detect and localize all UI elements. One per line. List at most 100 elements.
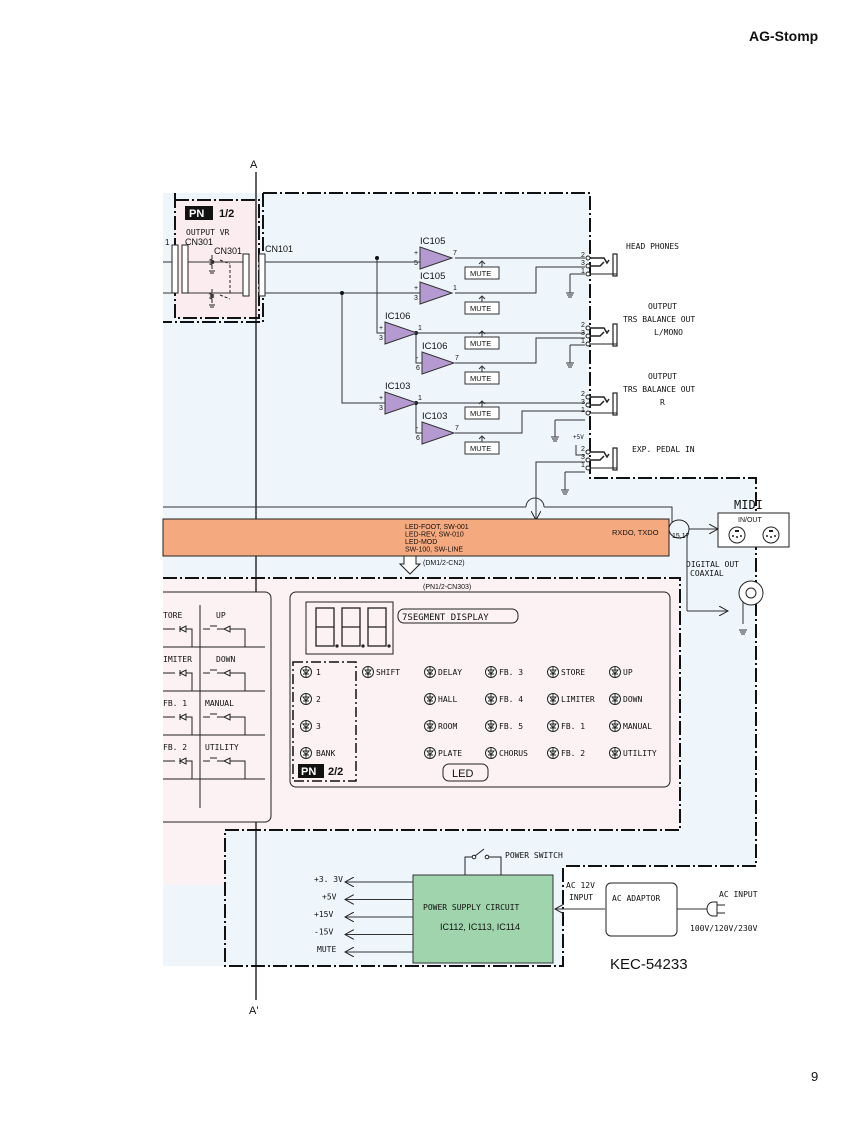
opamp-triangle-icon <box>419 281 454 305</box>
diode-icon <box>163 757 193 779</box>
diode-icon <box>163 669 193 691</box>
mute-label: MUTE <box>470 409 491 418</box>
drawing-code: KEC-54233 <box>610 956 688 973</box>
led-indicator: FB. 1 <box>547 720 585 732</box>
digital-out-label: DIGITAL OUT <box>686 560 739 569</box>
jack-pin: 2 <box>581 446 585 453</box>
jack-label: OUTPUT <box>648 302 677 311</box>
power-supply-block <box>412 874 554 964</box>
power-switch-lever <box>474 848 485 857</box>
opamp-in-pin: 3 <box>379 335 383 342</box>
switch-matrix-panel <box>163 591 272 823</box>
cn301-label-left: CN301 <box>185 237 213 247</box>
bank-led: 3 <box>300 720 321 732</box>
led-indicator: FB. 3 <box>485 666 523 678</box>
led-icon <box>424 693 436 705</box>
led-icon <box>547 720 559 732</box>
power-rail-label: +5V <box>322 893 337 902</box>
serial-signals: RXDO, TXDO <box>612 528 659 537</box>
jack-pin: 1 <box>581 407 585 414</box>
pn-badge-1-text: PN <box>189 208 204 220</box>
serial-pins: 15,17 <box>672 533 690 540</box>
power-rail-label: +3. 3V <box>314 875 343 884</box>
power-rail: +3. 3V <box>314 875 413 884</box>
header-title: AG-Stomp <box>749 28 819 44</box>
opamp-triangle-icon <box>384 321 419 345</box>
opamp-group: IC105+57IC105+31IC106+31IC106-67IC103+31… <box>379 236 459 445</box>
bus-connector-from: (DM1/2-CN2) <box>423 560 465 567</box>
opamp-out-pin: 7 <box>453 250 457 257</box>
mute-box: MUTE <box>464 260 500 280</box>
opamp-in-pin: 3 <box>414 295 418 302</box>
led-indicator-label: UTILITY <box>623 749 657 758</box>
opamp-sign: + <box>414 285 418 292</box>
led-indicator: UP <box>609 666 633 678</box>
mute-arrow-icon <box>478 260 486 267</box>
jack-contact-icon <box>590 327 610 337</box>
opamp-sign: + <box>379 395 383 402</box>
led-icon <box>300 666 312 678</box>
opamp-ic105b: IC105+31 <box>414 271 457 305</box>
led-indicator: FB. 5 <box>485 720 523 732</box>
led-indicator-label: PLATE <box>438 749 462 758</box>
mute-arrow-icon <box>478 400 486 407</box>
power-switch-icon <box>471 854 477 860</box>
led-icon <box>300 720 312 732</box>
jack-pin: 1 <box>581 462 585 469</box>
jack-pin: 1 <box>581 268 585 275</box>
midi-din-icons <box>728 526 780 544</box>
mute-box: MUTE <box>464 400 500 420</box>
mute-label: MUTE <box>470 269 491 278</box>
jack-label: HEAD PHONES <box>626 242 679 251</box>
led-label-frame <box>442 763 489 782</box>
led-indicator-label: DELAY <box>438 668 462 677</box>
led-icon <box>547 747 559 759</box>
section-marker-top: A <box>250 159 258 171</box>
mute-label: MUTE <box>470 444 491 453</box>
led-indicator: UTILITY <box>609 747 657 759</box>
ac-12v-label: AC 12V <box>566 881 595 890</box>
digital-out-coaxial: COAXIAL <box>690 569 724 578</box>
led-indicator: HALL <box>424 693 457 705</box>
bus-signal: LED-REV, SW-010 <box>405 532 464 539</box>
opamp-out-pin: 7 <box>455 425 459 432</box>
mute-label: MUTE <box>470 304 491 313</box>
midi-subtitle: IN/OUT <box>738 517 762 524</box>
switch-diode-icon <box>203 669 246 691</box>
opamp-triangle-icon <box>384 391 419 415</box>
led-indicator: LIMITER <box>547 693 595 705</box>
jack-label: EXP. PEDAL IN <box>632 445 695 454</box>
power-supply-title: POWER SUPPLY CIRCUIT <box>423 903 520 912</box>
ac-voltages: 100V/120V/230V <box>690 924 758 933</box>
pn-board-2 <box>292 661 357 782</box>
opamp-triangle-icon <box>421 421 456 445</box>
diode-icon <box>163 713 193 735</box>
mute-box: MUTE <box>464 435 500 455</box>
bank-led: BANK <box>300 747 335 759</box>
led-icon <box>362 666 374 678</box>
switch-label-right: UTILITY <box>205 743 239 752</box>
opamp-in-pin: 6 <box>416 365 420 372</box>
ground-symbols <box>551 292 747 635</box>
pn-board-1-fraction: 1/2 <box>219 208 234 220</box>
bus-signal: SW-100, SW-LINE <box>405 547 463 554</box>
mute-arrow-icon <box>478 330 486 337</box>
pn-board-1-title: OUTPUT VR <box>186 228 230 237</box>
jack-pin: 3 <box>581 260 585 267</box>
led-indicator-label: FB. 4 <box>499 695 523 704</box>
opamp-in-pin: 3 <box>379 405 383 412</box>
pn-badge-2 <box>298 764 324 778</box>
mute-label: MUTE <box>470 339 491 348</box>
opamp-in-pin: 6 <box>416 435 420 442</box>
switch-diode-icon <box>203 757 246 779</box>
jack-contact-icon <box>590 257 610 267</box>
opamp-in-pin: 5 <box>414 260 418 267</box>
